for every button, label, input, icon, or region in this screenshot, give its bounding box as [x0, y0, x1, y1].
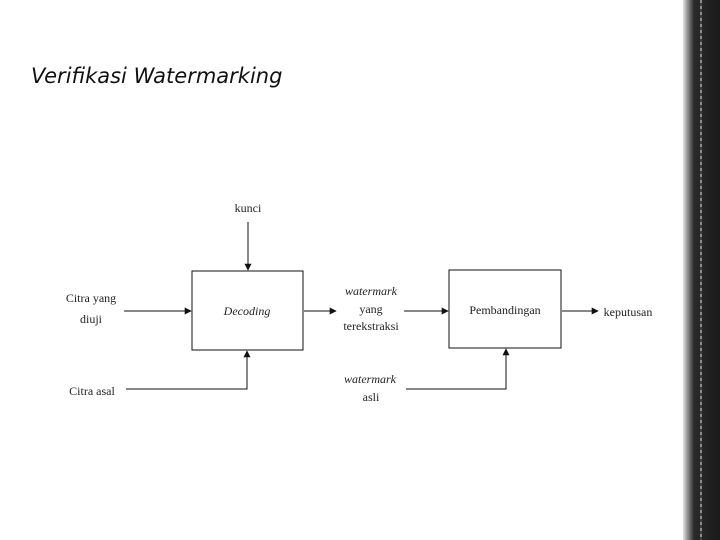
decoding-label: Decoding — [223, 304, 271, 318]
original-label: Citra asal — [69, 384, 115, 398]
comparison-box — [448, 269, 562, 349]
slide-title: Verifikasi Watermarking — [31, 64, 283, 88]
compare-label: Pembandingan — [469, 303, 540, 317]
extracted-label-line2: yang — [359, 302, 382, 316]
extracted-label-line1: watermark — [345, 284, 398, 298]
key-label: kunci — [235, 201, 262, 215]
decoding-box — [191, 270, 304, 351]
slide-edge-stitch — [700, 0, 702, 540]
extracted-label-line3: terekstraksi — [343, 319, 399, 333]
original-arrow — [126, 350, 251, 390]
original-watermark-label-line1: watermark — [344, 372, 397, 386]
original-watermark-arrow — [406, 348, 510, 390]
output-label: keputusan — [604, 305, 653, 319]
input-label-line1: Citra yang — [66, 291, 116, 305]
original-watermark-label-line2: asli — [363, 390, 380, 404]
input-label-line2: diuji — [80, 312, 103, 326]
